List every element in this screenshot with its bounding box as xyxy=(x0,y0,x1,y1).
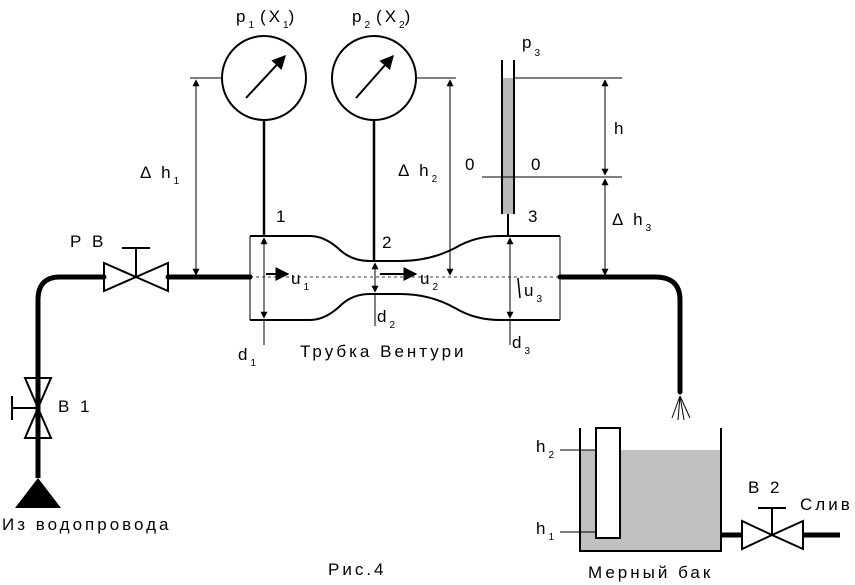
label-p2: p2(X2) xyxy=(352,7,413,31)
label-d1: d1 xyxy=(238,345,256,369)
label-valve-v2: В 2 xyxy=(748,478,783,497)
label-drain: Слив xyxy=(800,495,853,514)
label-u1: u1 xyxy=(291,269,309,293)
label-venturi: Трубка Вентури xyxy=(300,342,467,361)
label-section-2: 2 xyxy=(382,233,394,252)
label-inlet: Из водопровода xyxy=(2,515,171,534)
label-p3: p3 xyxy=(522,33,540,59)
label-p1: p1(X1) xyxy=(236,7,297,31)
valve-v2[interactable] xyxy=(741,507,804,551)
label-valve-v1: В 1 xyxy=(58,397,93,416)
valve-v1[interactable] xyxy=(11,377,53,439)
label-tank-h1: h1 xyxy=(536,519,554,543)
label-d3: d3 xyxy=(512,333,530,357)
label-d2: d2 xyxy=(377,307,395,331)
water-source-triangle xyxy=(15,478,61,508)
measuring-tank xyxy=(560,427,722,552)
supply-pipe xyxy=(35,274,107,468)
label-dh2: Δ h2 xyxy=(398,161,438,185)
label-tank: Мерный бак xyxy=(588,563,713,582)
label-section-1: 1 xyxy=(276,207,288,226)
label-dh1: Δ h1 xyxy=(140,163,180,187)
outlet-pipe xyxy=(557,274,683,395)
label-tank-h2: h2 xyxy=(536,437,554,461)
arrow-u3 xyxy=(517,277,521,299)
label-h: h xyxy=(614,119,626,138)
pressure-gauge-p2 xyxy=(331,35,417,261)
pressure-gauge-p1 xyxy=(221,35,307,236)
spray-icon xyxy=(671,395,691,421)
valve-rv[interactable] xyxy=(103,247,169,293)
label-section-3: 3 xyxy=(528,207,540,226)
figure-caption: Рис.4 xyxy=(328,560,387,579)
piezometer-tube xyxy=(501,60,515,236)
label-u2: u2 xyxy=(420,269,438,293)
label-zero-right: 0 xyxy=(531,155,543,174)
label-u3: u3 xyxy=(524,281,542,305)
label-valve-rv: Р В xyxy=(70,232,106,251)
label-zero-left: 0 xyxy=(465,155,477,174)
label-dh3: Δ h3 xyxy=(612,210,652,234)
